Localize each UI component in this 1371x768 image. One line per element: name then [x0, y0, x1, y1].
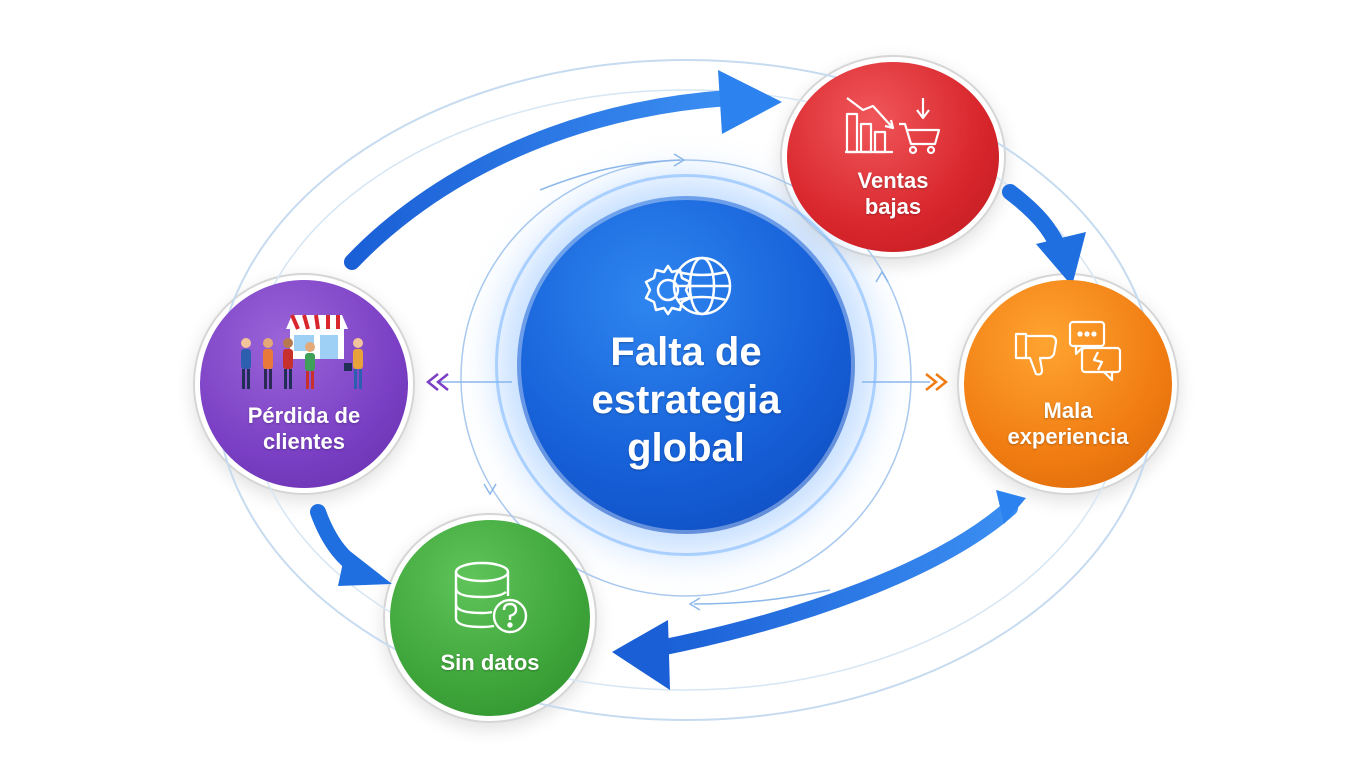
connector-left-chevron-1 [425, 373, 439, 391]
inner-orbit [460, 159, 912, 597]
node-sin-label: Sin datos [440, 650, 540, 675]
connector-right-chevron-2 [935, 373, 949, 391]
people-leaving-store-icon [241, 314, 363, 389]
database-question-icon [454, 561, 528, 634]
thin-arrowhead-top [673, 153, 686, 167]
thin-arrow-top [539, 159, 681, 191]
node-mala-experiencia: Mala experiencia [957, 273, 1179, 495]
node-perdida-clientes: Pérdida de clientes [193, 273, 415, 495]
declining-chart-cart-icon [845, 97, 941, 155]
connector-right-chevron-1 [925, 373, 939, 391]
arrow-bottom [652, 500, 1018, 656]
thin-arrow-bottom [693, 589, 831, 605]
node-perdida-label: Pérdida de clientes [247, 403, 361, 454]
node-ventas-label: Ventas bajas [857, 168, 929, 219]
gear-globe-icon [644, 256, 732, 316]
arrowhead-left [338, 548, 392, 586]
arrow-top [344, 90, 736, 270]
arrowhead-right [1036, 232, 1086, 286]
thin-arrowhead-left [483, 483, 497, 496]
node-mala-label: Mala experiencia [1007, 398, 1129, 449]
arrowhead-bottom [612, 620, 670, 690]
thin-arrowhead-right [875, 270, 889, 283]
arrowhead-top [718, 70, 782, 134]
connector-left-chevron-2 [435, 373, 449, 391]
thumbs-down-chat-icon [1014, 320, 1122, 382]
thin-arrowhead-bottom [688, 597, 701, 611]
node-sin-datos: Sin datos [383, 513, 597, 723]
center-node: Falta de estrategia global [495, 174, 877, 556]
arrow-right [1002, 184, 1066, 254]
arrowhead-bottom-tail [996, 490, 1026, 524]
center-glow-ring [495, 174, 877, 556]
node-ventas-bajas: Ventas bajas [780, 55, 1006, 259]
